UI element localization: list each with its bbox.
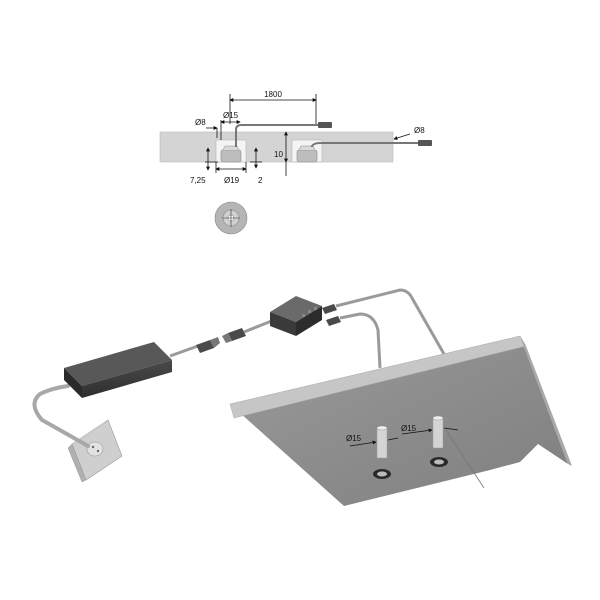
assembly-illustration: Ø15 Ø15 [32, 288, 572, 506]
spotlight-top-view [214, 201, 248, 235]
cable-left [235, 124, 318, 147]
power-cord [32, 384, 90, 448]
cross-section-drawing: 1800 Ø8 Ø15 Ø8 10 7,25 Ø19 2 [159, 90, 432, 235]
spotlight-right [430, 415, 448, 467]
dim-drill-small: Ø15 [223, 111, 239, 120]
dim-cable-dia-left: Ø8 [195, 118, 206, 127]
distributor-box [270, 296, 322, 336]
mounting-panel [229, 335, 572, 506]
spot-cable-1 [335, 288, 446, 355]
dim-flange: 2 [258, 176, 263, 185]
led-driver [64, 342, 172, 398]
spotlight-left [373, 425, 391, 479]
dim-drill-large: Ø19 [224, 176, 240, 185]
dim-depth: 10 [274, 150, 283, 159]
spot-cable-2 [339, 312, 382, 369]
dim-hole-left: Ø15 [346, 434, 362, 443]
plug-connector-1 [196, 337, 220, 353]
dim-offset: 7,25 [190, 176, 206, 185]
dim-cable-length: 1800 [264, 90, 282, 99]
cable-right [311, 142, 418, 147]
driver-output-cable [169, 344, 199, 358]
wall-socket [67, 419, 123, 483]
plug-connector-2 [222, 328, 246, 343]
dim-cable-dia-right: Ø8 [414, 126, 425, 135]
dim-hole-right: Ø15 [401, 424, 417, 433]
board-cross-section [159, 131, 394, 163]
